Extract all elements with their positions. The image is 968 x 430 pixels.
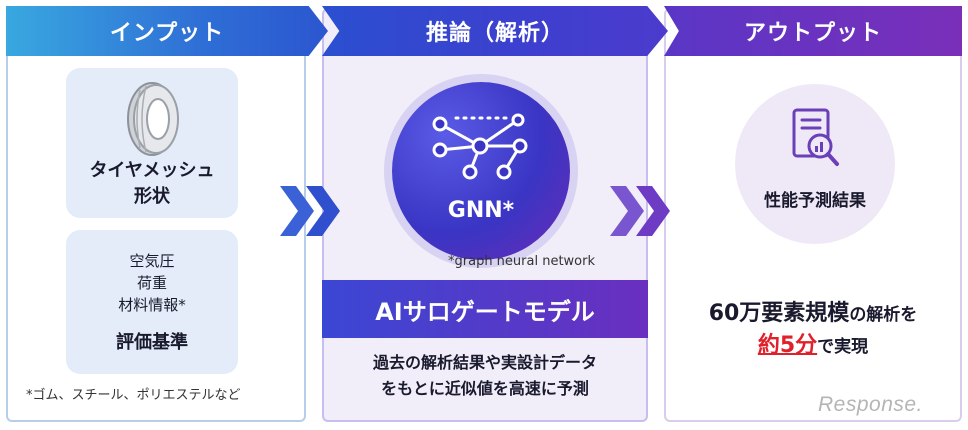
graph-network-icon <box>432 113 528 180</box>
realized-suffix-text: で実現 <box>817 337 869 357</box>
tire-mesh-box: タイヤメッシュ 形状 <box>66 68 238 218</box>
chevron-arrow-icon <box>610 186 670 236</box>
input-footnote: *ゴム、スチール、ポリエステルなど <box>26 388 241 403</box>
gnn-circle <box>392 82 570 260</box>
load-label: 荷重 <box>136 274 167 292</box>
tire-mesh-label: タイヤメッシュ <box>89 160 215 181</box>
description-line-1: 過去の解析結果や実設計データ <box>372 353 597 372</box>
element-scale-text: 60万要素規模 <box>708 301 850 326</box>
document-search-icon <box>792 108 839 166</box>
ai-surrogate-model-title: AIサロゲートモデル <box>322 280 648 338</box>
description-line-2: をもとに近似値を高速に予測 <box>381 379 589 398</box>
output-header: アウトプット <box>664 6 962 56</box>
tire-icon <box>127 82 179 156</box>
response-watermark: Response. <box>818 393 923 416</box>
shape-label: 形状 <box>134 186 170 207</box>
duration-highlight: 約5分 <box>757 333 818 358</box>
output-summary-line-1: 60万要素規模の解析を <box>664 298 962 331</box>
gnn-label: GNN* <box>447 198 515 223</box>
evaluation-criteria-label: 評価基準 <box>116 332 188 353</box>
gnn-footnote: *graph neural network <box>448 254 596 269</box>
input-header: インプット <box>6 6 328 56</box>
inference-header: 推論（解析） <box>322 6 668 56</box>
material-info-label: 材料情報* <box>118 296 186 314</box>
performance-prediction-label: 性能予測結果 <box>764 191 866 211</box>
air-pressure-label: 空気圧 <box>129 252 175 270</box>
analysis-suffix-text: の解析を <box>849 305 918 325</box>
chevron-arrow-icon <box>280 186 340 236</box>
output-summary-line-2: 約5分で実現 <box>664 330 962 363</box>
inference-description: 過去の解析結果や実設計データ をもとに近似値を高速に予測 <box>322 350 648 402</box>
conditions-box: 空気圧 荷重 材料情報* 評価基準 <box>66 230 238 374</box>
